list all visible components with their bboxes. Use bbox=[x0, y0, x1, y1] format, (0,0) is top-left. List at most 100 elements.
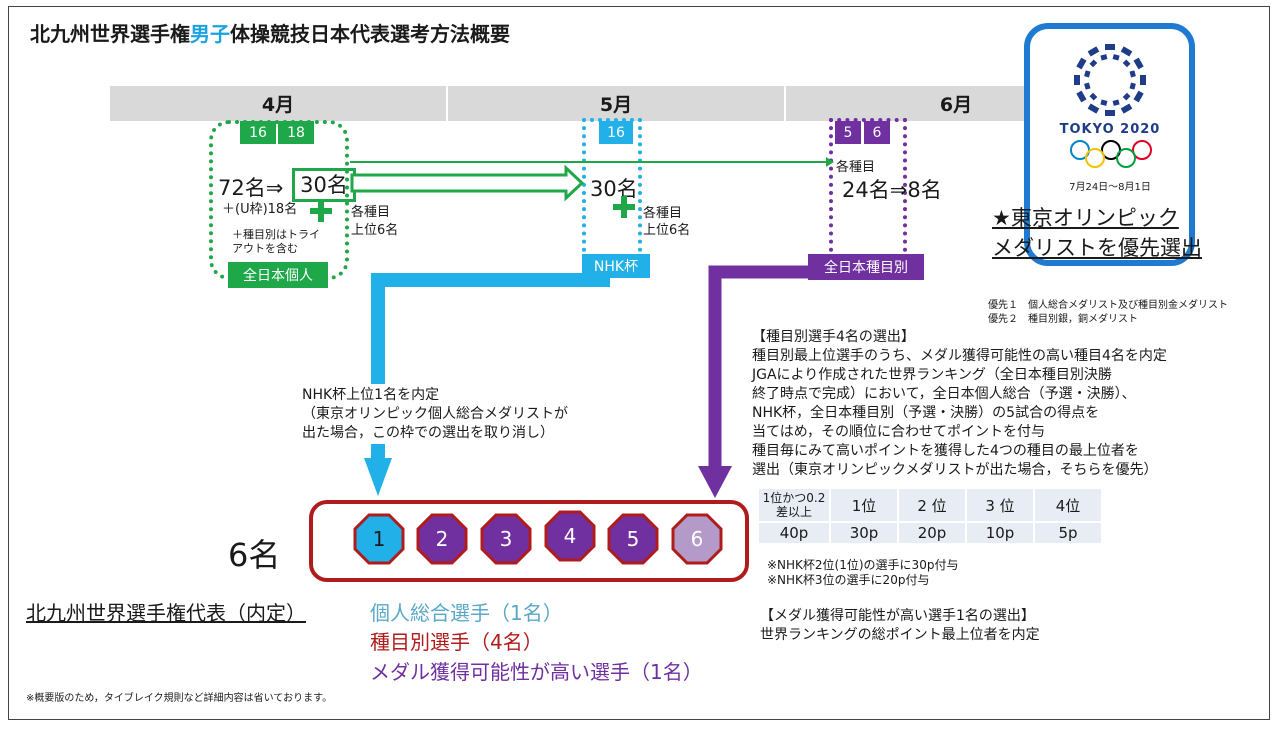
octagon-shape bbox=[544, 510, 596, 562]
event-selection-line: 終了時点で完成）において，全日本個人総合（予選・決勝）、 bbox=[752, 386, 1136, 402]
may-date-16: 16 bbox=[599, 121, 633, 144]
octagon-shape bbox=[353, 513, 405, 565]
page-title: 北九州世界選手権男子体操競技日本代表選考方法概要 bbox=[30, 18, 510, 47]
april-top6-line2: 上位6名 bbox=[351, 223, 399, 238]
slot-1-all-around: 1 bbox=[353, 513, 405, 565]
footnote: ※概要版のため，タイブレイク規則など詳細内容は省いております。 bbox=[26, 693, 333, 704]
rank-cell: 1位 bbox=[831, 489, 897, 521]
date-label: 16 bbox=[607, 124, 625, 141]
title-text-pre: 北九州世界選手権 bbox=[30, 22, 190, 46]
note-line: （東京オリンピック個人総合メダリストが bbox=[302, 406, 568, 422]
green-thin-arrowhead bbox=[826, 157, 834, 167]
event-selection-line: 選出（東京オリンピックメダリストが出た場合，そちらを優先） bbox=[752, 462, 1158, 478]
date-label: 5 bbox=[843, 124, 853, 141]
may-top6-line1: 各種目 bbox=[643, 206, 683, 221]
april-date-18: 18 bbox=[278, 121, 314, 144]
octagon-shape bbox=[607, 513, 659, 565]
slot-number: 6 bbox=[690, 527, 704, 551]
count-text: 72名 bbox=[218, 176, 266, 200]
slot-3-event: 3 bbox=[480, 513, 532, 565]
april-date-16: 16 bbox=[240, 121, 276, 144]
april-top6-line1: 各種目 bbox=[351, 205, 391, 220]
cell-text: 1位かつ0.2 bbox=[762, 491, 826, 505]
may-top6-line2: 上位6名 bbox=[643, 223, 691, 238]
octagon-shape bbox=[416, 513, 468, 565]
slot-number: 4 bbox=[563, 524, 577, 548]
slot-number: 2 bbox=[435, 527, 449, 551]
june-counts: 24名⇒8名 bbox=[842, 174, 942, 204]
representative-label: 北九州世界選手権代表（内定） bbox=[26, 601, 306, 625]
nhk-points-note-1: ※NHK杯2位(1位)の選手に30p付与 bbox=[767, 558, 959, 572]
team-roster-box bbox=[309, 500, 749, 582]
blue-arrow-gap bbox=[371, 384, 385, 444]
june-date-5: 5 bbox=[835, 121, 861, 144]
points-cell: 40p bbox=[759, 523, 829, 543]
month-label: 6月 bbox=[939, 94, 973, 116]
event-selection-block: 【種目別選手4名の選出】 種目別最上位選手のうち、メダル獲得可能性の高い種目4名… bbox=[752, 328, 1167, 480]
points-cell: 30p bbox=[831, 523, 897, 543]
month-label: 5月 bbox=[599, 94, 633, 116]
plus-icon bbox=[310, 200, 332, 222]
tokyo-2020-emblem bbox=[1074, 44, 1146, 116]
title-highlight: 男子 bbox=[190, 22, 230, 46]
nhk-cup-note: NHK杯上位1名を内定 （東京オリンピック個人総合メダリストが 出た場合，この枠… bbox=[302, 386, 568, 443]
event-label-nhk-cup: NHK杯 bbox=[582, 254, 650, 278]
april-start-count: 72名⇒ bbox=[218, 172, 283, 202]
date-label: 18 bbox=[287, 124, 305, 141]
june-each-event: 各種目 bbox=[836, 160, 876, 175]
legend-event: 種目別選手（4名） bbox=[370, 630, 543, 654]
blue-arrowhead bbox=[364, 458, 392, 496]
event-selection-heading: 【種目別選手4名の選出】 bbox=[752, 329, 915, 345]
event-label-text: NHK杯 bbox=[593, 259, 639, 275]
medal-selection-heading: 【メダル獲得可能性が高い選手1名の選出】 bbox=[760, 608, 1035, 624]
slot-number: 1 bbox=[372, 527, 386, 551]
rank-cell: 4位 bbox=[1035, 489, 1101, 521]
priority-1-note: 優先１ 個人総合メダリスト及び種目別金メダリスト bbox=[988, 300, 1228, 311]
octagon-shape bbox=[671, 513, 723, 565]
olympic-priority-line1: ★東京オリンピック bbox=[992, 206, 1179, 230]
medal-selection-line: 世界ランキングの総ポイント最上位者を内定 bbox=[760, 627, 1040, 643]
plus-icon bbox=[613, 196, 635, 218]
event-label-text: 全日本個人 bbox=[243, 268, 313, 284]
points-cell: 20p bbox=[899, 523, 965, 543]
tryout-note-line2: アウトを含む bbox=[232, 242, 298, 255]
arrow-glyph: ⇒ bbox=[265, 176, 284, 200]
olympic-rings-icon bbox=[1070, 140, 1152, 168]
olympics-box bbox=[1024, 23, 1195, 266]
note-line: 出た場合，この枠での選出を取り消し） bbox=[302, 425, 554, 441]
nhk-points-note-2: ※NHK杯3位の選手に20p付与 bbox=[767, 573, 930, 587]
count-text: 8名 bbox=[907, 178, 942, 202]
table-row: 40p 30p 20p 10p 5p bbox=[759, 523, 1101, 543]
u-frame-note: ＋(U枠)18名 bbox=[222, 202, 298, 217]
event-label-text: 全日本種目別 bbox=[824, 260, 908, 276]
event-label-all-japan-event: 全日本種目別 bbox=[808, 254, 924, 280]
slot-5-event: 5 bbox=[607, 513, 659, 565]
tokyo-2020-text: TOKYO 2020 bbox=[1059, 122, 1161, 137]
cell-text: 差以上 bbox=[775, 505, 812, 519]
priority-2-note: 優先２ 種目別銀，銅メダリスト bbox=[988, 314, 1138, 325]
octagon-shape bbox=[480, 513, 532, 565]
olympics-dates: 7月24日～8月1日 bbox=[1069, 182, 1151, 193]
slide-frame bbox=[8, 6, 1270, 720]
event-selection-line: JGAにより作成された世界ランキング（全日本種目別決勝 bbox=[752, 367, 1112, 383]
points-cell: 10p bbox=[967, 523, 1033, 543]
may-count: 30名 bbox=[590, 177, 638, 201]
title-text-post: 体操競技日本代表選考方法概要 bbox=[230, 22, 510, 46]
slot-6-medal-potential: 6 bbox=[671, 513, 723, 565]
purple-arrowhead bbox=[698, 466, 732, 498]
timeline-month-may: 5月 bbox=[448, 86, 784, 121]
event-selection-line: 種目毎にみて高いポイントを獲得した4つの種目の最上位者を bbox=[752, 443, 1139, 459]
rank-cell: 2 位 bbox=[899, 489, 965, 521]
olympic-priority-line2: メダリストを優先選出 bbox=[992, 236, 1202, 260]
date-label: 16 bbox=[249, 124, 267, 141]
green-hollow-arrow bbox=[350, 164, 585, 202]
timeline-month-april: 4月 bbox=[110, 86, 446, 121]
count-text: 24名 bbox=[842, 178, 890, 202]
slot-4-event: 4 bbox=[544, 510, 596, 562]
event-selection-line: NHK杯，全日本種目別（予選・決勝）の5試合の得点を bbox=[752, 405, 1100, 421]
note-line: NHK杯上位1名を内定 bbox=[302, 387, 440, 403]
